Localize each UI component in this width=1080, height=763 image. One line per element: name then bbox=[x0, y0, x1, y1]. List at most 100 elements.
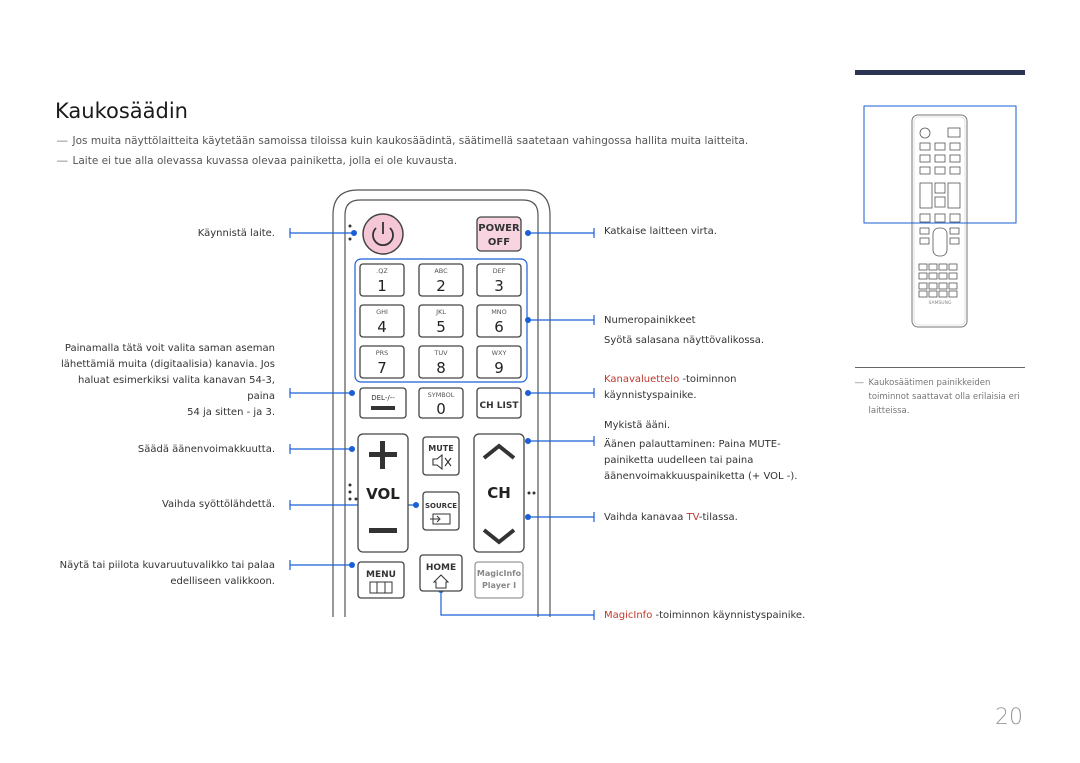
thumbnail-button bbox=[919, 166, 931, 175]
menu-grid-icon bbox=[369, 581, 393, 594]
thumbnail-button bbox=[934, 182, 946, 194]
thumbnail-button bbox=[947, 127, 961, 138]
thumbnail-button bbox=[928, 290, 938, 298]
svg-text:HOME: HOME bbox=[426, 563, 456, 573]
volume-rocker: VOL bbox=[357, 433, 409, 553]
thumbnail-button bbox=[928, 263, 938, 271]
thumbnail-button bbox=[918, 290, 928, 298]
svg-text:0: 0 bbox=[436, 400, 446, 418]
svg-text:ABC: ABC bbox=[434, 267, 448, 275]
svg-text:Player I: Player I bbox=[482, 581, 516, 590]
thumbnail-button bbox=[919, 213, 931, 223]
thumbnail-button bbox=[948, 290, 958, 298]
source-button: SOURCE bbox=[422, 491, 460, 531]
chevron-up-icon bbox=[482, 443, 516, 460]
svg-text:8: 8 bbox=[436, 359, 446, 377]
svg-text:POWER: POWER bbox=[478, 223, 520, 234]
note-1: ―Jos muita näyttölaitteita käytetään sam… bbox=[57, 135, 749, 147]
thumbnail-button bbox=[934, 142, 946, 151]
plus-icon bbox=[369, 441, 397, 469]
label-menu: Näytä tai piilota kuvaruutuvalikko tai p… bbox=[59, 560, 275, 587]
svg-text:JKL: JKL bbox=[435, 308, 446, 316]
label-channel: Vaihda kanavaa TV-tilassa. bbox=[604, 512, 738, 523]
number-key-8: TUV 8 bbox=[418, 345, 464, 379]
indicator-dots bbox=[348, 224, 536, 501]
thumbnail-button bbox=[938, 290, 948, 298]
svg-text:DEF: DEF bbox=[493, 267, 506, 275]
number-key-5: JKL 5 bbox=[418, 304, 464, 338]
svg-text:OFF: OFF bbox=[488, 237, 510, 248]
channel-rocker: CH bbox=[473, 433, 525, 553]
svg-text:1: 1 bbox=[377, 277, 387, 295]
thumbnail-button bbox=[928, 272, 938, 280]
label-source: Vaihda syöttölähdettä. bbox=[161, 499, 275, 510]
thumbnail-power-icon bbox=[919, 127, 931, 139]
thumbnail-button bbox=[919, 237, 930, 245]
page-number: 20 bbox=[995, 705, 1023, 730]
thumbnail-button bbox=[947, 182, 961, 209]
svg-text:MagicInfo: MagicInfo bbox=[477, 569, 522, 578]
label-volume: Säädä äänenvoimakkuutta. bbox=[137, 444, 275, 455]
chlist-button: CH LIST bbox=[476, 387, 522, 419]
svg-text:2: 2 bbox=[436, 277, 446, 295]
svg-text:WXY: WXY bbox=[492, 349, 507, 357]
svg-text:MENU: MENU bbox=[366, 570, 396, 580]
thumbnail-button bbox=[948, 282, 958, 290]
magicinfo-button: MagicInfo Player I bbox=[474, 561, 524, 599]
callout-dots bbox=[349, 230, 531, 593]
number-key-3: DEF 3 bbox=[476, 263, 522, 297]
svg-text:SOURCE: SOURCE bbox=[425, 502, 457, 510]
power-icon bbox=[372, 222, 394, 247]
number-key-6: MNO 6 bbox=[476, 304, 522, 338]
thumbnail-button bbox=[948, 272, 958, 280]
thumbnail-button bbox=[919, 182, 933, 209]
number-key-9: WXY 9 bbox=[476, 345, 522, 379]
sidebar-divider bbox=[855, 367, 1025, 368]
input-source-icon bbox=[430, 513, 451, 525]
speaker-mute-icon bbox=[432, 453, 452, 471]
svg-text:CH LIST: CH LIST bbox=[480, 401, 520, 411]
svg-text:SAMSUNG: SAMSUNG bbox=[929, 300, 952, 306]
svg-text:4: 4 bbox=[377, 318, 387, 336]
thumbnail-button bbox=[934, 166, 946, 175]
thumbnail-button bbox=[919, 142, 931, 151]
thumbnail-button bbox=[932, 227, 948, 257]
thumbnail-button bbox=[918, 272, 928, 280]
remote-body bbox=[332, 189, 551, 617]
mute-button: MUTE bbox=[422, 436, 460, 476]
svg-text:3: 3 bbox=[494, 277, 504, 295]
sidebar-note: ― Kaukosäätimen painikkeiden toiminnot s… bbox=[855, 378, 1020, 416]
home-button: HOME bbox=[419, 554, 463, 592]
label-mute-desc: Äänen palauttaminen: Paina MUTE- painike… bbox=[604, 439, 798, 482]
note-2: ―Laite ei tue alla olevassa kuvassa olev… bbox=[57, 155, 458, 167]
thumbnail-button bbox=[938, 272, 948, 280]
header-accent-bar bbox=[855, 70, 1025, 75]
label-channel-dash: Painamalla tätä voit valita saman aseman… bbox=[60, 343, 275, 418]
number-pad-highlight bbox=[354, 258, 528, 383]
svg-text:VOL: VOL bbox=[366, 485, 400, 503]
thumbnail-button bbox=[934, 154, 946, 163]
svg-text:5: 5 bbox=[436, 318, 446, 336]
thumbnail-button bbox=[949, 142, 961, 151]
thumbnail-button bbox=[938, 282, 948, 290]
remote-thumbnail: SAMSUNG bbox=[863, 105, 1017, 328]
house-icon bbox=[432, 574, 450, 589]
svg-text:.QZ: .QZ bbox=[376, 267, 388, 275]
svg-text:7: 7 bbox=[377, 359, 387, 377]
thumbnail-button bbox=[919, 227, 930, 235]
thumbnail-button bbox=[918, 263, 928, 271]
svg-text:MNO: MNO bbox=[491, 308, 507, 316]
thumbnail-button bbox=[948, 263, 958, 271]
svg-text:6: 6 bbox=[494, 318, 504, 336]
svg-text:9: 9 bbox=[494, 359, 504, 377]
thumbnail-button bbox=[949, 154, 961, 163]
svg-text:PRS: PRS bbox=[376, 349, 389, 357]
label-power-off: Katkaise laitteen virta. bbox=[604, 226, 717, 237]
chevron-down-icon bbox=[482, 528, 516, 545]
svg-text:TUV: TUV bbox=[433, 349, 448, 357]
thumbnail-button bbox=[949, 227, 960, 235]
label-power-on: Käynnistä laite. bbox=[197, 228, 275, 239]
